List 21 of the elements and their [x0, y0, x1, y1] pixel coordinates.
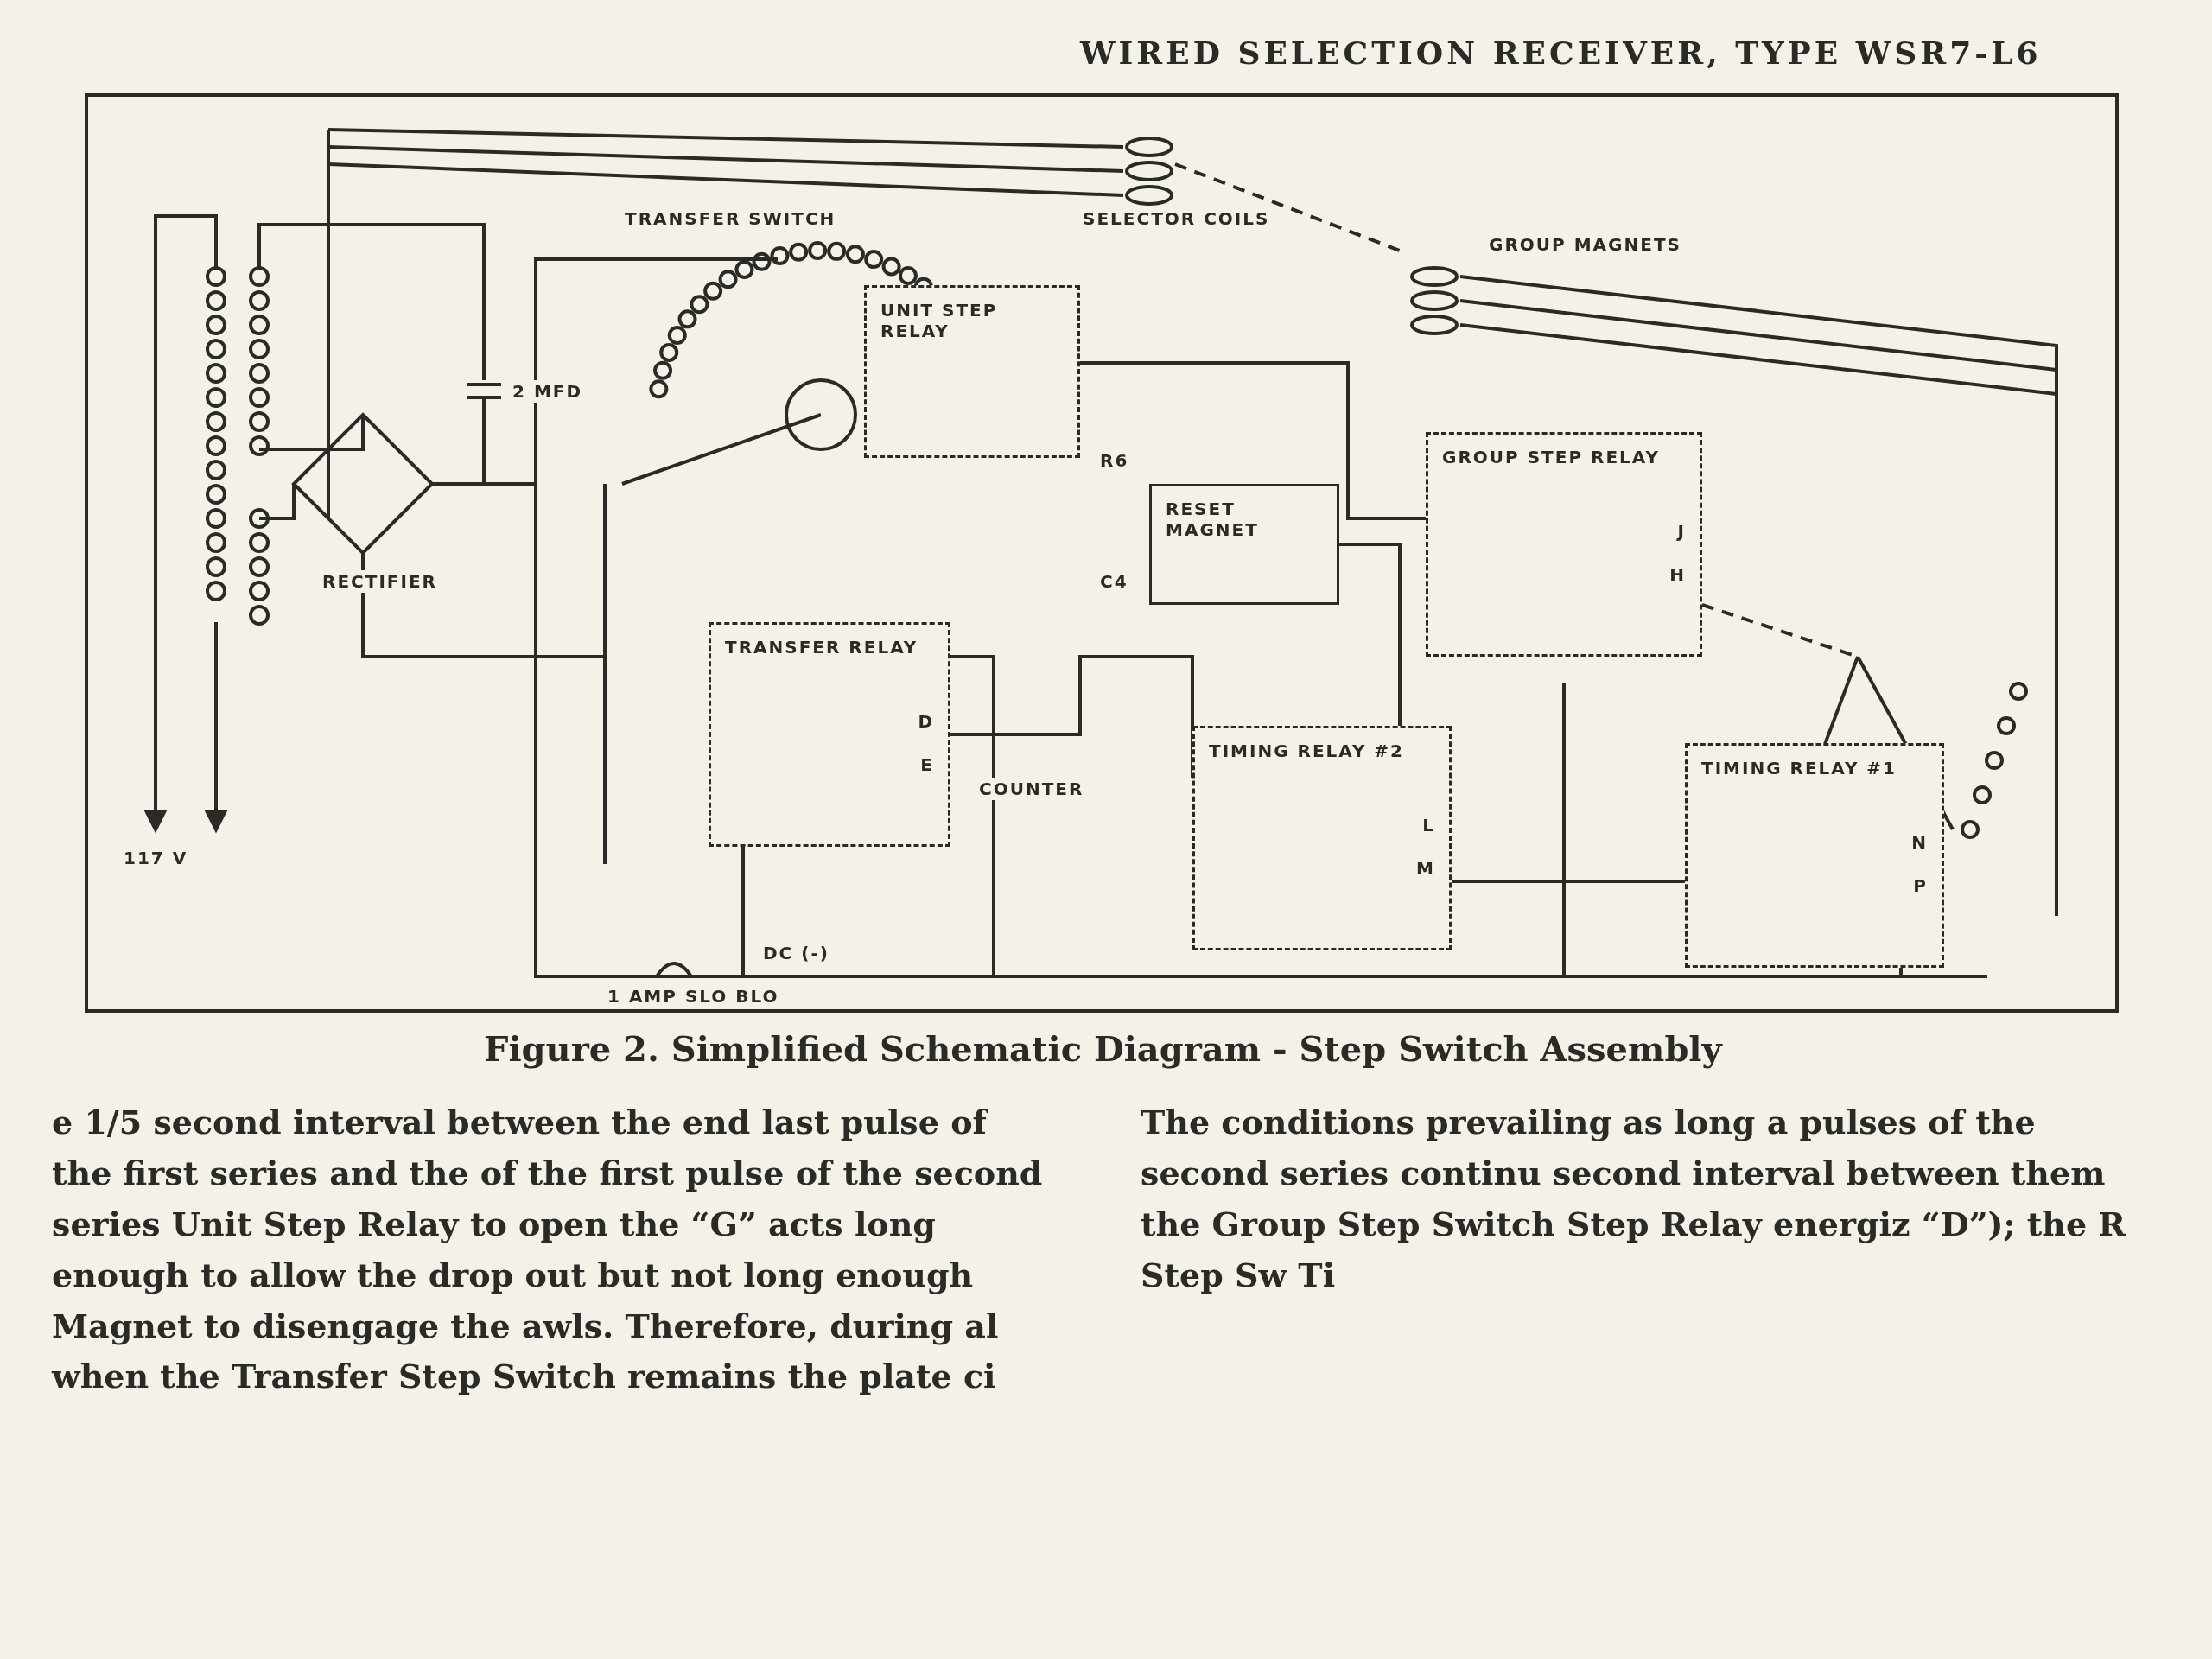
relay-label: GROUP STEP RELAY [1442, 447, 1661, 467]
contact-letter: D [918, 711, 934, 732]
relay-label: TRANSFER RELAY [725, 637, 919, 658]
contact-letter: J [1677, 521, 1686, 542]
relay-label: TIMING RELAY #1 [1701, 758, 1898, 779]
contact-letter: M [1416, 858, 1435, 879]
contact-letter: E [920, 754, 934, 775]
relay-box [1192, 726, 1452, 950]
figure-caption: Figure 2. Simplified Schematic Diagram - Step Switch Assembly [484, 1028, 1722, 1069]
relay-box [1685, 743, 1944, 968]
contact-letter: H [1669, 564, 1686, 585]
magnet-box [1149, 484, 1339, 605]
relay-box [864, 285, 1080, 458]
relay-label: UNIT STEP RELAY [880, 300, 999, 341]
relay-box [709, 622, 950, 847]
contact-letter: N [1911, 832, 1928, 853]
relay-label: RESET MAGNET [1166, 499, 1260, 540]
relay-label: TIMING RELAY #2 [1209, 741, 1406, 761]
contact-letter: L [1422, 815, 1435, 836]
contact-letter: P [1913, 875, 1928, 896]
relay-box [1426, 432, 1702, 657]
